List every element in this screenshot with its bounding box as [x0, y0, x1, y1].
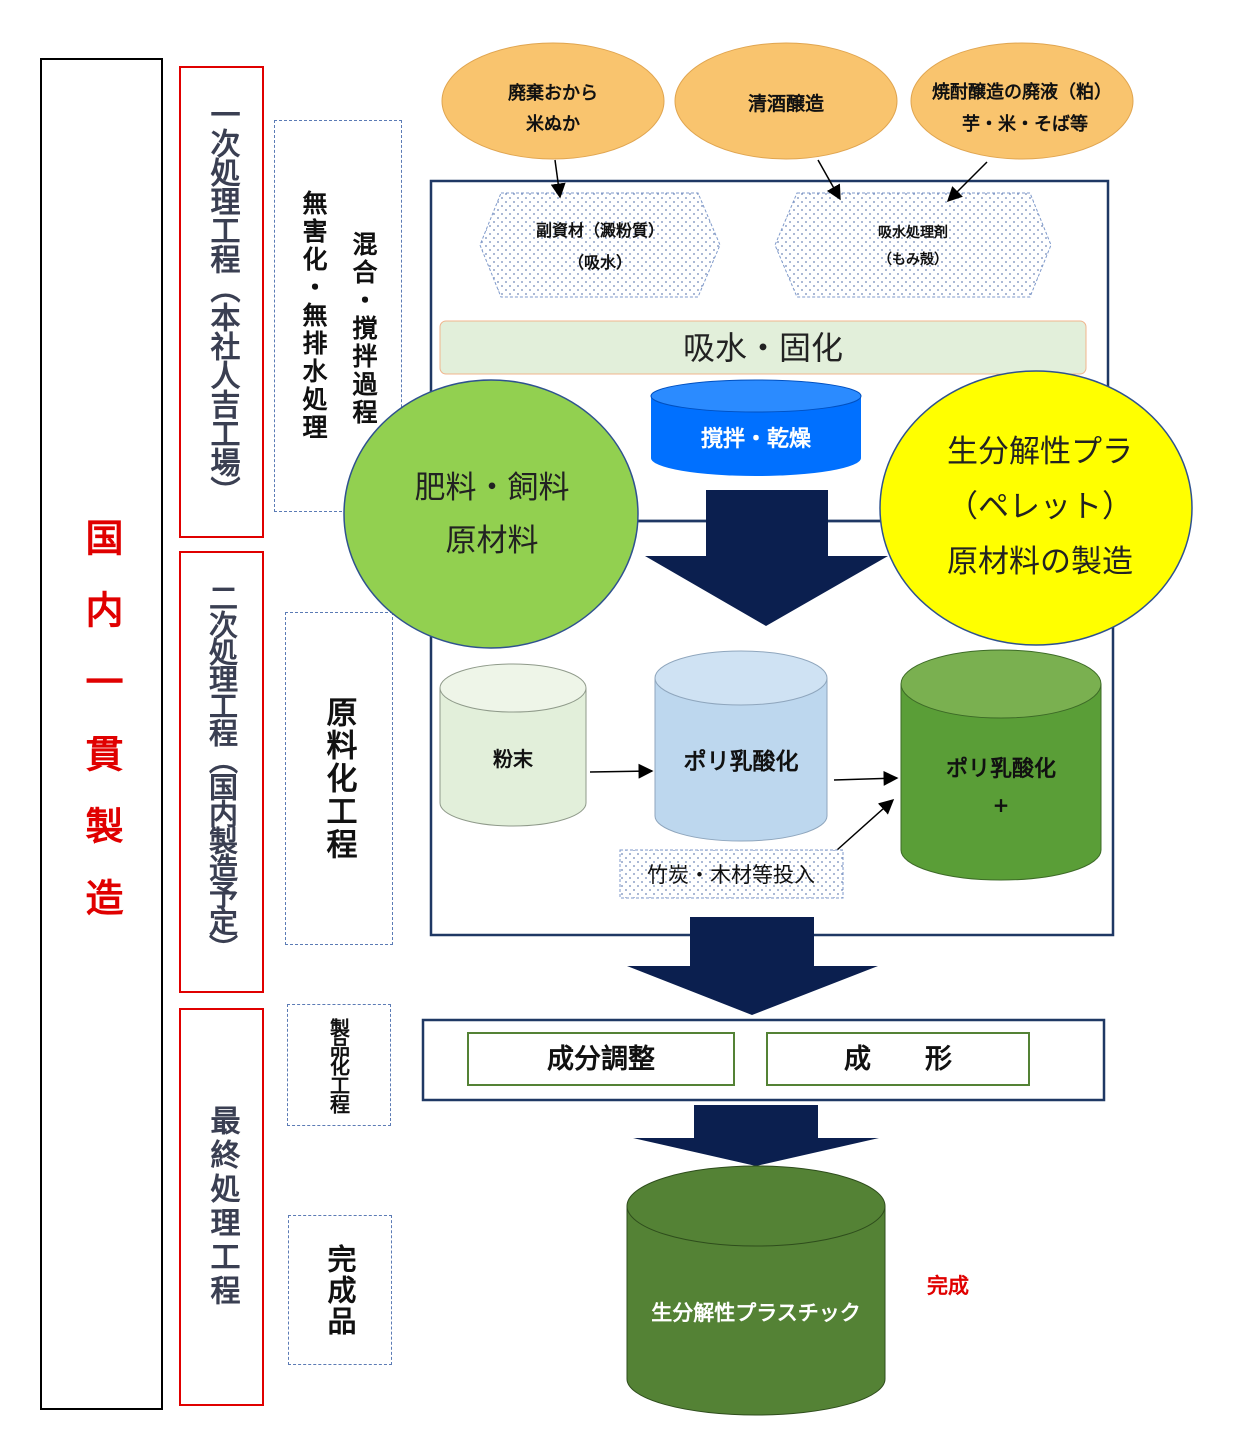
pellet-line3: 原材料の製造 — [947, 544, 1133, 580]
input-okara-ellipse — [441, 42, 665, 160]
stir-dry-drum — [650, 379, 862, 476]
charcoal-label: 竹炭・木材等投入 — [647, 863, 815, 887]
domestic-label: 国内一貫製造 — [79, 518, 123, 950]
stage-final-box: 最終処理工程 — [179, 1008, 264, 1406]
material-label: 原料化工程 — [320, 696, 357, 861]
product-box: 製品化工程 — [287, 1004, 391, 1126]
stage-primary-label: 一次処理工程（本社人吉工場） — [204, 99, 240, 505]
powder-drum — [439, 663, 587, 827]
absorb-bar — [439, 320, 1087, 375]
fertilizer-line1: 肥料・飼料 — [415, 470, 570, 506]
done-label: 完成 — [927, 1274, 969, 1298]
down-arrow-3 — [633, 1105, 879, 1166]
input-shochu-ellipse — [910, 42, 1134, 160]
adjust-box — [467, 1032, 735, 1086]
fertilizer-line2: 原材料 — [446, 523, 539, 559]
stage-final-label: 最終処理工程 — [204, 1105, 240, 1309]
adjust-label: 成分調整 — [547, 1043, 655, 1075]
mold-label: 成 形 — [844, 1044, 952, 1075]
input-sake: 清酒醸造 — [748, 92, 825, 115]
additive-husk-line1: 吸水処理剤 — [878, 224, 948, 241]
detox-label-line1: 無害化・無排水処理 — [299, 190, 328, 442]
stage-primary-box: 一次処理工程（本社人吉工場） — [179, 66, 264, 538]
additive-starch-line2: （吸水） — [568, 253, 632, 272]
input-sake-ellipse — [674, 42, 898, 160]
pla-drum — [654, 650, 828, 842]
stir-dry-label: 撹拌・乾燥 — [701, 426, 812, 452]
input-okara-line2: 米ぬか — [526, 113, 580, 135]
pellet-line2: （ペレット） — [947, 489, 1133, 525]
finished-box: 完成品 — [288, 1215, 392, 1365]
powder-label: 粉末 — [493, 747, 534, 771]
pla-label: ポリ乳酸化 — [684, 748, 799, 775]
pla-plus-line2: + — [993, 793, 1010, 817]
down-arrow-2 — [627, 917, 878, 1015]
product-frame — [421, 1018, 1106, 1102]
additive-starch-line1: 副資材（澱粉質） — [536, 221, 664, 240]
domestic-box: 国内一貫製造 — [40, 58, 163, 1410]
fertilizer-circle — [343, 379, 639, 649]
additive-starch-hexagon — [479, 192, 721, 298]
arrow-shochu — [946, 161, 988, 203]
pellet-line1: 生分解性プラ — [947, 434, 1133, 470]
final-product-drum — [626, 1165, 886, 1416]
absorb-label: 吸水・固化 — [683, 329, 843, 367]
pla-plus-drum — [900, 649, 1102, 881]
arrow-sake — [817, 159, 841, 201]
product-label: 製品化工程 — [326, 1017, 351, 1113]
arrow-powder-to-pla — [589, 763, 654, 779]
input-okara-line1: 廃棄おから — [508, 82, 598, 104]
material-box: 原料化工程 — [285, 612, 393, 945]
detox-box: 無害化・無排水処理 混合・撹拌過程 — [274, 120, 402, 512]
arrow-charcoal-to-plus — [836, 799, 895, 851]
finished-label: 完成品 — [323, 1243, 357, 1337]
stage-secondary-label: 二次処理工程（国内製造予定） — [204, 583, 239, 961]
additive-husk-line2: （もみ殻） — [878, 251, 948, 268]
down-arrow-1 — [645, 490, 888, 626]
pellet-circle — [879, 370, 1193, 646]
stage-secondary-box: 二次処理工程（国内製造予定） — [179, 551, 264, 993]
additive-husk-hexagon — [774, 192, 1052, 298]
input-shochu-line1: 焼酎醸造の廃液（粕） — [932, 81, 1112, 103]
final-product-label: 生分解性プラスチック — [651, 1301, 861, 1325]
arrow-pla-to-plus — [833, 770, 899, 786]
mold-box — [766, 1032, 1030, 1086]
charcoal-box — [619, 849, 844, 899]
detox-label-line2: 混合・撹拌過程 — [349, 231, 378, 427]
pla-plus-line1: ポリ乳酸化 — [946, 756, 1056, 782]
input-shochu-line2: 芋・米・そば等 — [962, 113, 1088, 135]
arrow-okara — [550, 159, 566, 199]
